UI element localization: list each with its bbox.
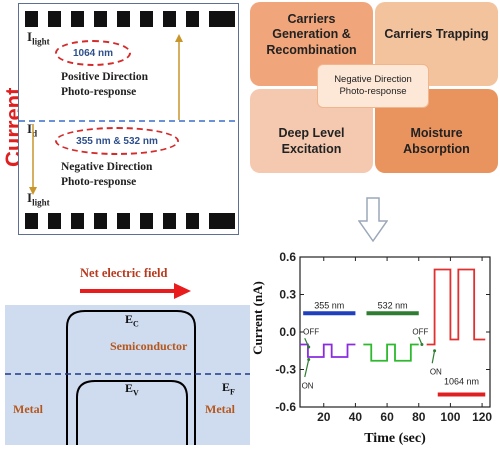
y-tick-label: -0.3: [275, 363, 296, 377]
negative-photoresponse-center-box: Negative Direction Photo-response: [317, 64, 429, 108]
series-line-355-nm: [300, 343, 356, 358]
up-arrow-icon: [175, 34, 183, 120]
legend-label-355-nm: 355 nm: [314, 300, 344, 310]
bottom-film-strip: [25, 213, 235, 229]
y-axis-title: Current (nA): [250, 281, 265, 355]
y-tick-label: 0.0: [279, 325, 296, 339]
annotation-arrow-icon: [431, 350, 436, 364]
negative-direction-text: Negative Direction Photo-response: [61, 161, 153, 188]
annotation-arrow-head: [307, 345, 311, 349]
y-tick-label: -0.6: [275, 400, 296, 414]
x-tick-label: 100: [440, 410, 460, 424]
annotation-arrow-icon: [304, 359, 310, 378]
x-axis-title: Time (sec): [364, 431, 426, 446]
x-tick-label: 40: [349, 410, 363, 424]
wavelength-355-532-label: 355 nm & 532 nm: [76, 135, 158, 147]
flow-down-arrow-icon: [358, 197, 388, 243]
semiconductor-label: Semiconductor: [110, 339, 188, 353]
annotation-on: ON: [430, 368, 442, 377]
wavelength-1064-ellipse: 1064 nm: [55, 40, 131, 66]
annotation-arrow-head: [433, 349, 437, 353]
photocurrent-chart: Current (nA) Time (sec) 0.6 0.3 0.0 -0.3 -0.…: [250, 250, 492, 446]
dark-current-dashed-line: [19, 120, 238, 122]
series-line-532-nm: [363, 343, 419, 362]
i-light-top-label: Ilight: [27, 29, 50, 47]
y-tick-label: 0.6: [279, 250, 296, 264]
conduction-band-curve: [66, 310, 196, 445]
y-tick-label: 0.3: [279, 288, 296, 302]
down-arrow-icon: [29, 124, 37, 195]
annotation-off: OFF: [412, 328, 428, 337]
x-tick-label: 120: [472, 410, 492, 424]
legend-label-532-nm: 532 nm: [378, 300, 408, 310]
electric-field-arrow-icon: [80, 283, 191, 299]
top-film-strip: [25, 11, 235, 27]
x-tick-label: 60: [380, 410, 394, 424]
annotation-arrow-icon: [304, 338, 310, 348]
valence-band-curve: [76, 380, 188, 445]
x-tick-label: 80: [412, 410, 426, 424]
i-light-bottom-label: Ilight: [27, 190, 50, 208]
annotation-off: OFF: [303, 328, 319, 337]
i-d-label: Id: [27, 121, 38, 139]
net-electric-field-label: Net electric field: [80, 266, 168, 280]
photoresponse-direction-panel: Ilight 1064 nm Positive Direction Photo-…: [18, 3, 239, 235]
mechanism-matrix: Carriers Generation & Recombination Carr…: [250, 2, 498, 173]
band-diagram-background: [5, 305, 250, 445]
ec-label: EC: [125, 312, 139, 329]
wavelength-1064-label: 1064 nm: [72, 47, 114, 59]
wavelength-355-532-ellipse: 355 nm & 532 nm: [55, 127, 179, 155]
ev-label: EV: [125, 381, 139, 398]
carriers-generation-recombination-box: Carriers Generation & Recombination: [250, 2, 373, 86]
legend-bar-532-nm: [366, 311, 419, 316]
series-line-1064-nm: [426, 268, 486, 346]
metal-left-label: Metal: [13, 402, 43, 416]
legend-bar-1064-nm: [437, 392, 486, 397]
annotation-on: ON: [302, 381, 314, 390]
band-diagram: [5, 310, 250, 445]
ef-label: EF: [222, 380, 235, 397]
metal-right-label: Metal: [205, 402, 235, 416]
x-tick-label: 20: [317, 410, 331, 424]
annotation-arrow-head: [307, 358, 311, 361]
positive-direction-text: Positive Direction Photo-response: [61, 71, 148, 98]
annotation-arrow-head: [420, 343, 424, 346]
legend-bar-355-nm: [303, 311, 356, 316]
legend-label-1064-nm: 1064 nm: [444, 377, 479, 387]
